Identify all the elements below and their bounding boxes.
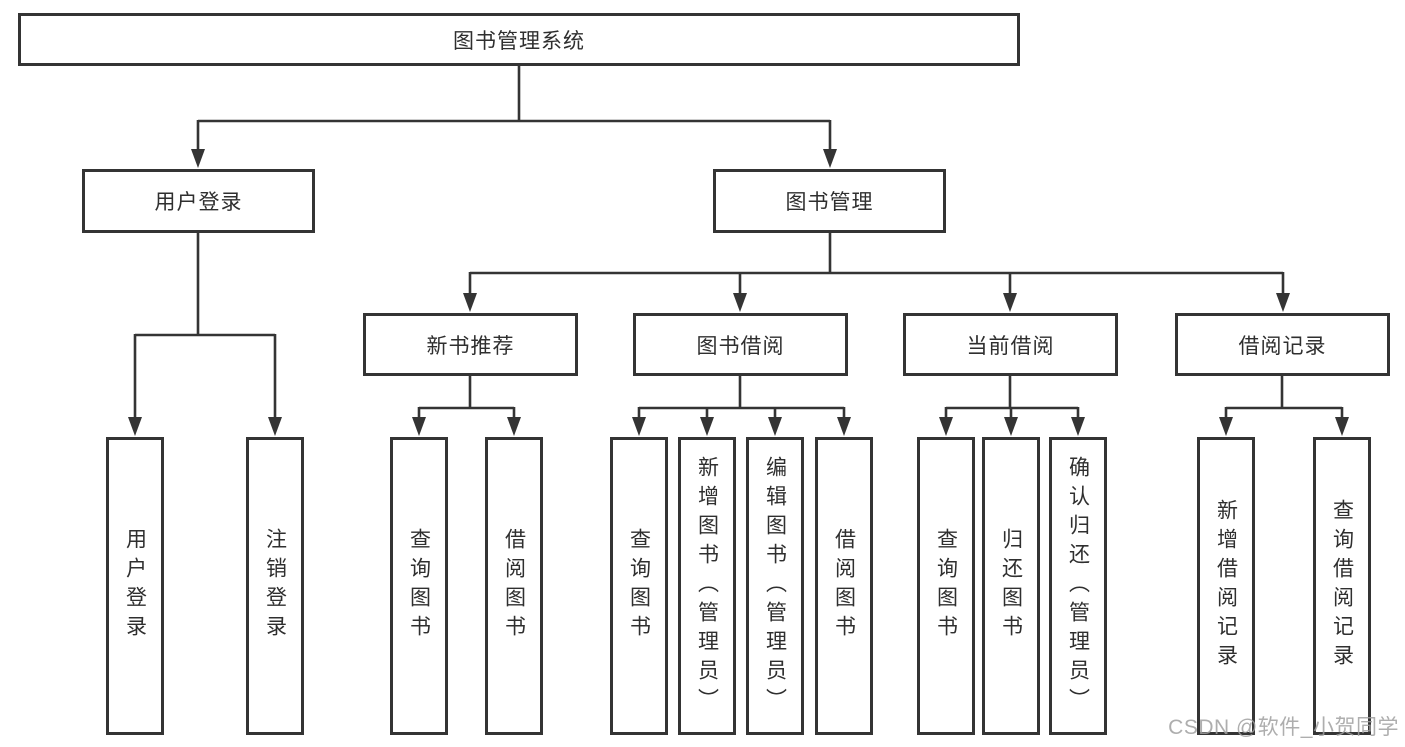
leaf-add-borrow-record: 新增借阅记录	[1197, 437, 1255, 735]
node-current-borrow: 当前借阅	[903, 313, 1118, 376]
leaf-confirm-return-admin: 确认归还（管理员）	[1049, 437, 1107, 735]
leaf-query-book-borrow: 查询图书	[610, 437, 668, 735]
leaf-add-book-admin: 新增图书（管理员）	[678, 437, 736, 735]
node-new-book-recommend: 新书推荐	[363, 313, 578, 376]
node-book-borrow: 图书借阅	[633, 313, 848, 376]
leaf-edit-book-admin: 编辑图书（管理员）	[746, 437, 804, 735]
node-system-root: 图书管理系统	[18, 13, 1020, 66]
leaf-borrow-book-recommend: 借阅图书	[485, 437, 543, 735]
csdn-watermark: CSDN @软件_小贺同学	[1168, 716, 1399, 739]
node-user-login: 用户登录	[82, 169, 315, 233]
leaf-borrow-book: 借阅图书	[815, 437, 873, 735]
leaf-query-book-current: 查询图书	[917, 437, 975, 735]
leaf-user-login: 用户登录	[106, 437, 164, 735]
node-book-management: 图书管理	[713, 169, 946, 233]
node-borrow-records: 借阅记录	[1175, 313, 1390, 376]
leaf-logout: 注销登录	[246, 437, 304, 735]
leaf-query-borrow-record: 查询借阅记录	[1313, 437, 1371, 735]
leaf-query-book-recommend: 查询图书	[390, 437, 448, 735]
leaf-return-book: 归还图书	[982, 437, 1040, 735]
